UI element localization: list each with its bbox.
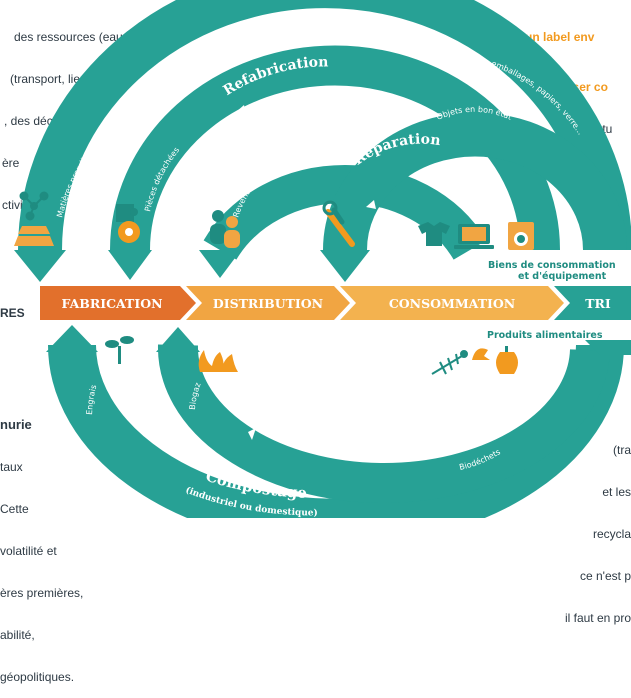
right-bottom-line: et les [602, 485, 631, 499]
left-bottom-line: abilité, [0, 628, 35, 642]
right-bottom-line: ce n'est p [580, 569, 631, 583]
washing-machine-icon [508, 222, 534, 250]
arrow-icon [366, 200, 376, 209]
fish-bone-icon [431, 350, 468, 375]
flow-distribution-label: DISTRIBUTION [213, 296, 323, 311]
arc-arrowheads [14, 250, 370, 282]
people-icon [210, 210, 240, 248]
arrowhead [108, 250, 152, 280]
flow-fabrication [40, 286, 196, 320]
arrow-icon [292, 138, 302, 147]
wrench-screwdriver-icon [322, 200, 355, 247]
arrow-icon [205, 462, 213, 474]
left-bottom-line: ères premières, [0, 586, 84, 600]
tshirt-icon [418, 222, 450, 246]
arrowhead [199, 250, 241, 278]
left-bottom-line: Cette [0, 502, 29, 516]
flame-icon [198, 350, 238, 372]
arrowhead [14, 250, 66, 282]
arc-recyclage [18, 0, 631, 251]
flow-distribution [186, 286, 350, 320]
molecule-icon [19, 191, 49, 221]
flow-consommation [340, 286, 564, 320]
laptop-icon [454, 224, 494, 249]
arrowhead [156, 327, 200, 352]
arc-reparation [323, 112, 627, 251]
arrowhead [46, 325, 98, 352]
flow-bar: FABRICATION DISTRIBUTION CONSOMMATION TR… [40, 286, 631, 320]
lower-arcs [48, 344, 624, 518]
right-bottom-line: (tra [613, 443, 631, 457]
flow-fabrication-label: FABRICATION [61, 296, 162, 311]
flow-tri-label: TRI [585, 296, 611, 311]
sprout-icon [105, 336, 134, 364]
puzzle-icon [116, 204, 138, 222]
gold-bars-icon [14, 226, 54, 246]
circular-economy-diagram: FABRICATION DISTRIBUTION CONSOMMATION TR… [14, 0, 631, 518]
gear-icon [118, 221, 140, 243]
arrowhead [585, 340, 631, 355]
left-side-label: RES [0, 306, 25, 320]
label-produits-alimentaires: Produits alimentaires [487, 330, 603, 341]
arc-refabrication [110, 45, 560, 251]
left-bottom-line: taux [0, 460, 23, 474]
teal-labels: Biens de consommation et d'équipement Pr… [487, 260, 616, 341]
right-bottom-line: il faut en pro [564, 611, 631, 625]
arc-methanisation [157, 344, 610, 504]
top-left-line: des ressources (eau, [14, 30, 127, 44]
eggshell-icon [472, 348, 490, 360]
arrow-icon [236, 105, 246, 114]
left-bottom-line: géopolitiques. [0, 670, 75, 684]
flow-consommation-label: CONSOMMATION [389, 296, 515, 311]
apple-core-icon [496, 346, 518, 374]
label-reemploi: Réemploi [291, 97, 368, 129]
arrowhead [320, 250, 370, 282]
arrow-icon [248, 428, 256, 440]
lower-arrowheads [46, 325, 631, 355]
right-bottom-line: recycla [592, 527, 631, 541]
flow-tri [554, 286, 631, 320]
left-bottom-line: volatilité et [0, 544, 57, 558]
label-biens: Biens de consommation [488, 260, 616, 271]
top-left-line: ère [2, 156, 20, 170]
label-biens-2: et d'équipement [518, 271, 607, 282]
upper-arcs [18, 0, 631, 261]
left-bottom-heading: nurie [0, 417, 32, 432]
small-arc-arrows [160, 72, 376, 474]
arrow-icon [160, 72, 170, 82]
